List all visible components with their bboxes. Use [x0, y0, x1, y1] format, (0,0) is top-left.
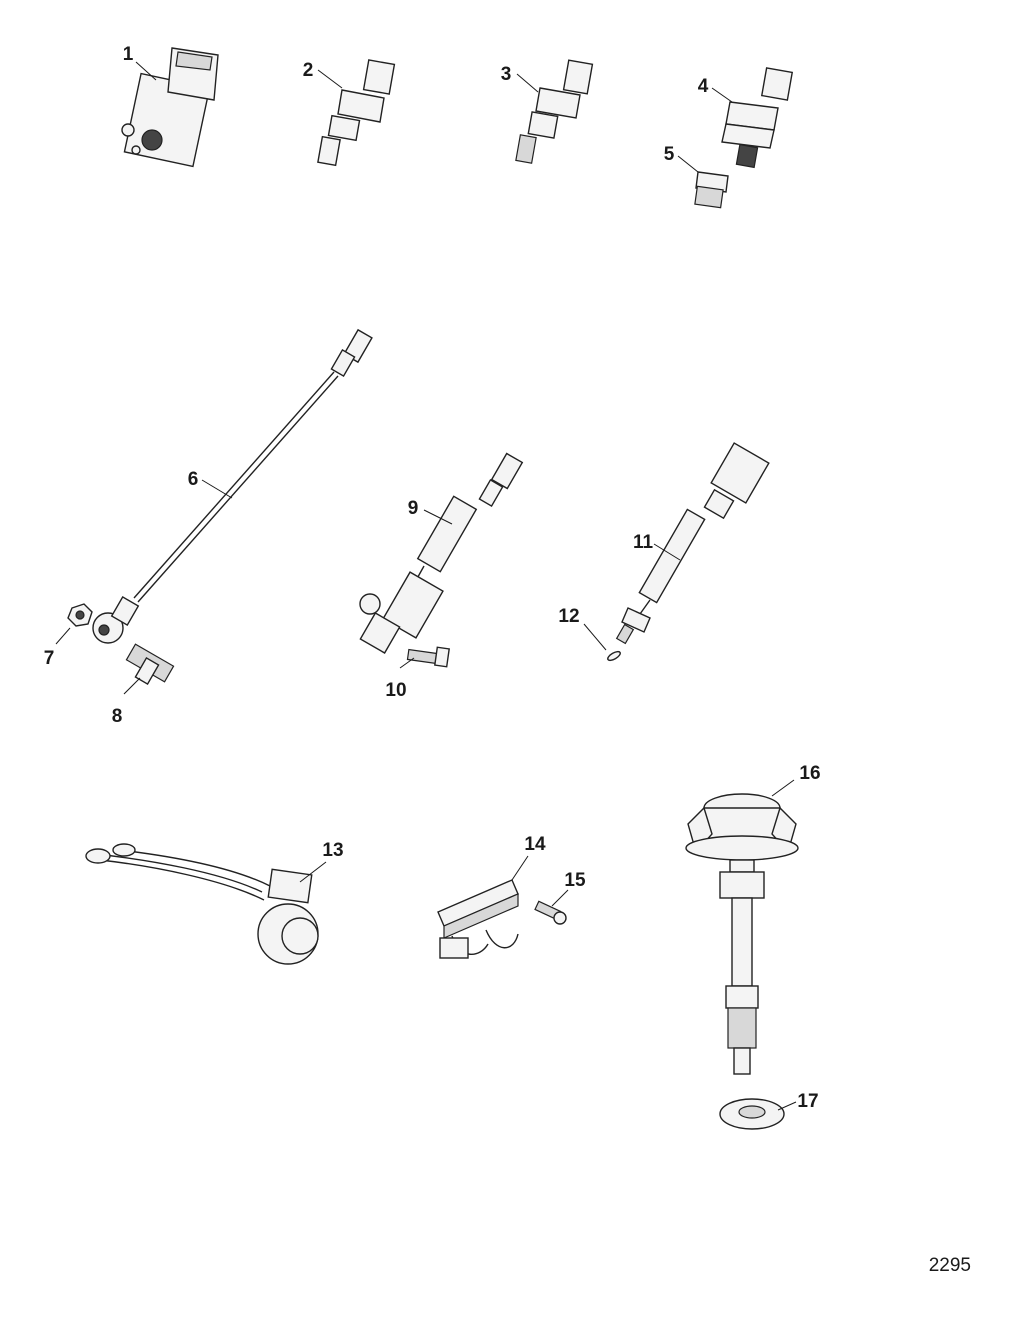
leader-9: [423, 509, 453, 525]
leader-17: [777, 1101, 797, 1111]
callout-11: 11: [633, 532, 654, 553]
callout-3: 3: [501, 64, 512, 85]
leader-1: [135, 61, 157, 81]
leader-7: [55, 627, 71, 645]
leader-2: [317, 69, 343, 89]
leader-11: [653, 543, 681, 561]
part-3-drawing: [515, 59, 594, 164]
callout-13: 13: [322, 840, 343, 861]
part-12-drawing: [607, 650, 621, 662]
part-14-drawing: [437, 879, 519, 959]
leader-16: [771, 779, 795, 797]
leader-3: [516, 73, 539, 93]
part-11-drawing: [615, 442, 770, 645]
callout-labels: 1 2 3 4 5 6 7 8 9 10 11 12 13 14 15 16 1…: [44, 44, 821, 1112]
figure-id: 2295: [929, 1255, 971, 1276]
callout-4: 4: [698, 76, 709, 97]
leader-15: [551, 889, 569, 907]
callout-15: 15: [564, 870, 586, 891]
leader-6: [201, 479, 233, 499]
callout-9: 9: [408, 498, 419, 519]
part-16-drawing: [685, 793, 799, 1075]
part-4-drawing: [721, 67, 794, 169]
leader-5: [677, 155, 699, 173]
part-2-drawing: [317, 59, 396, 167]
leader-13: [299, 861, 327, 883]
callout-6: 6: [188, 469, 199, 490]
leader-10: [399, 657, 415, 669]
callout-7: 7: [44, 648, 55, 669]
callout-14: 14: [524, 834, 546, 855]
part-9-drawing: [359, 452, 524, 654]
callout-16: 16: [799, 763, 820, 784]
part-6-drawing: [92, 328, 373, 644]
leader-14: [511, 855, 529, 881]
part-7-drawing: [67, 603, 93, 627]
leader-4: [711, 87, 733, 103]
callout-8: 8: [112, 706, 123, 727]
part-8-drawing: [125, 643, 175, 685]
callout-1: 1: [123, 44, 134, 65]
leader-lines: [55, 61, 797, 1111]
part-13-drawing: [85, 843, 319, 965]
callout-5: 5: [664, 144, 675, 165]
part-5-drawing: [694, 171, 729, 209]
part-10-drawing: [406, 646, 450, 668]
part-15-drawing: [534, 900, 567, 925]
part-17-drawing: [719, 1098, 785, 1130]
part-1-drawing: [121, 47, 219, 168]
leader-12: [583, 623, 607, 651]
callout-2: 2: [303, 60, 314, 81]
callout-17: 17: [797, 1091, 818, 1112]
callout-10: 10: [385, 680, 406, 701]
callout-12: 12: [558, 606, 579, 627]
leader-8: [123, 677, 141, 695]
